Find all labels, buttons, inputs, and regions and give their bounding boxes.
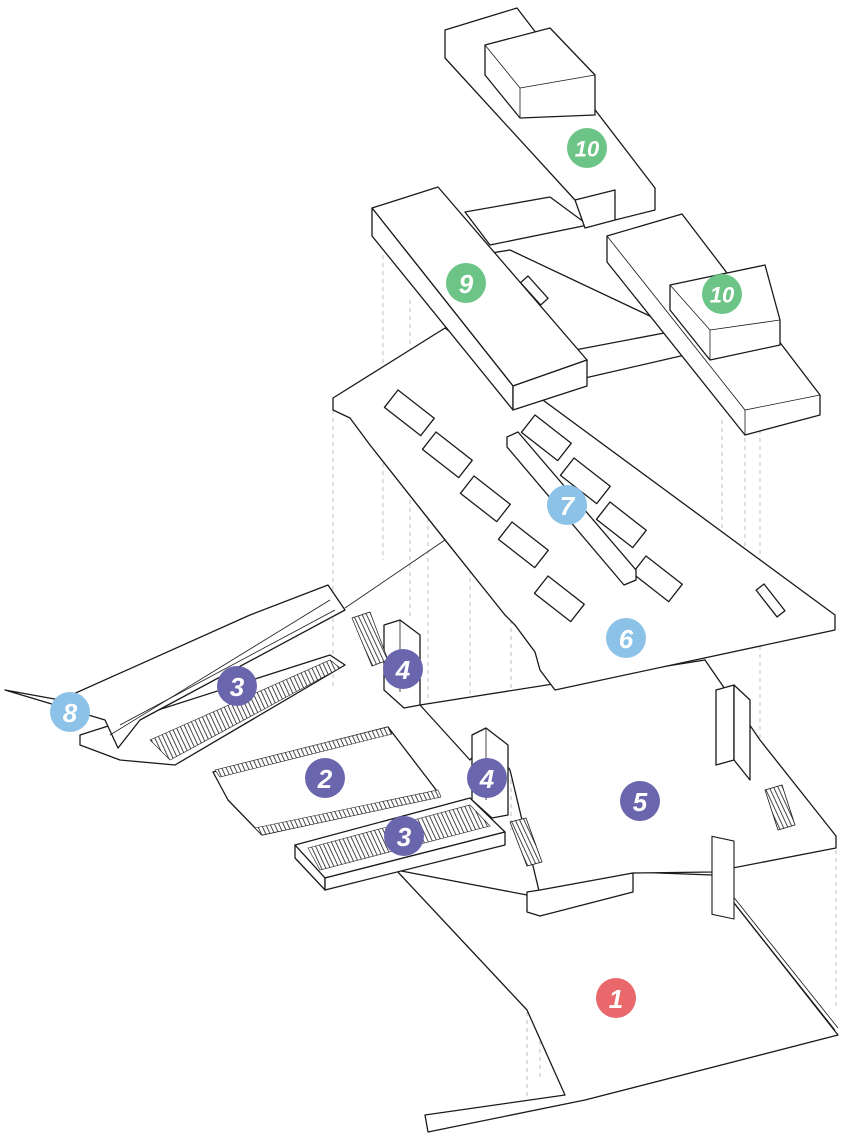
- marker-9: 9: [446, 263, 486, 303]
- marker-4-upper-badge: [383, 649, 423, 689]
- markers: 1 2 3 3 4 4 5 6: [50, 128, 742, 1018]
- marker-1: 1: [596, 978, 636, 1018]
- marker-6-label: 6: [619, 624, 634, 654]
- marker-3-upper-label: 3: [230, 672, 245, 702]
- marker-2-badge: [305, 758, 345, 798]
- marker-7-label: 7: [560, 491, 576, 521]
- marker-3-lower: 3: [384, 816, 424, 856]
- marker-10-upper-label: 10: [575, 137, 600, 162]
- marker-2: 2: [305, 758, 345, 798]
- marker-5-label: 5: [633, 787, 648, 817]
- marker-6-badge: [606, 618, 646, 658]
- marker-7: 7: [547, 485, 587, 525]
- marker-6: 6: [606, 618, 646, 658]
- marker-5: 5: [620, 781, 660, 821]
- marker-4-lower-badge: [467, 758, 507, 798]
- core-block-right: [711, 835, 735, 920]
- marker-1-label: 1: [609, 984, 623, 1014]
- upper-seating-tier: [4, 584, 346, 766]
- marker-10-lower: 10: [702, 274, 742, 314]
- marker-1-badge: [596, 978, 636, 1018]
- marker-3-upper-badge: [217, 666, 257, 706]
- marker-3-lower-badge: [384, 816, 424, 856]
- marker-4-lower: 4: [467, 758, 507, 798]
- marker-9-badge: [446, 263, 486, 303]
- marker-3-upper: 3: [217, 666, 257, 706]
- roof-volume-10-upper: [444, 7, 656, 246]
- marker-10-upper: 10: [567, 128, 607, 168]
- marker-10-lower-label: 10: [710, 283, 735, 308]
- marker-8: 8: [50, 692, 90, 732]
- marker-9-label: 9: [459, 269, 474, 299]
- marker-2-label: 2: [317, 764, 333, 794]
- marker-7-badge: [547, 485, 587, 525]
- marker-8-label: 8: [63, 698, 78, 728]
- marker-4-upper-label: 4: [395, 655, 411, 685]
- marker-4-lower-label: 4: [479, 764, 495, 794]
- marker-8-badge: [50, 692, 90, 732]
- marker-5-badge: [620, 781, 660, 821]
- marker-10-upper-badge: [567, 128, 607, 168]
- marker-10-lower-badge: [702, 274, 742, 314]
- marker-3-lower-label: 3: [397, 822, 412, 852]
- marker-4-upper: 4: [383, 649, 423, 689]
